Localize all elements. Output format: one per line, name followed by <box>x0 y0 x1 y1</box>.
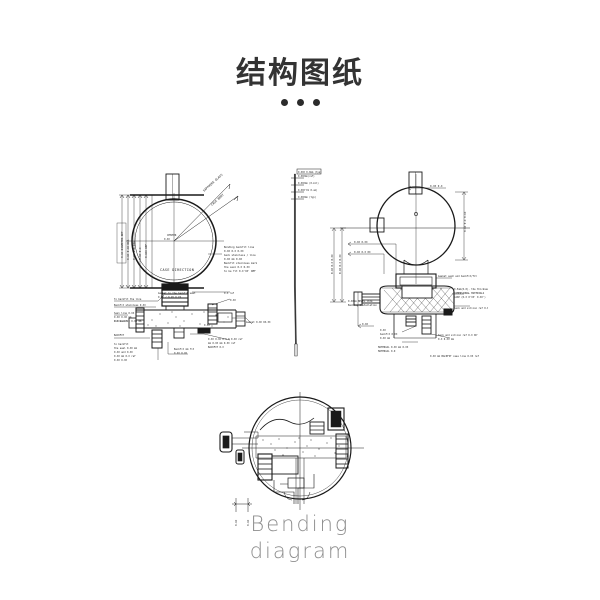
svg-text:CASE BODY: CASE BODY <box>210 193 225 207</box>
svg-text:0.XX: 0.XX <box>234 519 238 526</box>
drawing-right-elevation: 0.XX 0.X 0.XX 0.X 0.XX <box>318 166 488 361</box>
svg-text:0.XXX REF: 0.XXX REF <box>144 244 148 258</box>
svg-text:Backfit mm fit: Backfit mm fit <box>174 348 195 351</box>
svg-text:SAPPHIRE GLASS: SAPPHIRE GLASS <box>202 173 224 193</box>
svg-text:0.XX 0.XX DIA: 0.XX 0.XX DIA <box>126 239 130 260</box>
svg-text:To backfit the line: To backfit the line <box>114 298 142 301</box>
svg-text:0.XX 0.X 0.XX: 0.XX 0.X 0.XX <box>338 254 342 274</box>
dot-separator <box>0 99 600 106</box>
drawing-bending-diagram: 0.XX 0.XX <box>218 392 388 552</box>
bending-diagram-label-line2: diagram <box>249 539 351 563</box>
svg-text:0.XX 0.XX: 0.XX 0.XX <box>114 359 128 362</box>
svg-text:backfit 0.XX: backfit 0.XX <box>380 333 398 336</box>
svg-text:BACKFIT: BACKFIT <box>114 334 125 337</box>
separator-dot <box>296 99 304 106</box>
svg-text:Gasket 0.XX 0X.XX: Gasket 0.XX 0X.XX <box>246 321 271 324</box>
svg-text:back stainless / line: back stainless / line <box>224 253 256 257</box>
svg-text:0.XX 0.X 0X: 0.XX 0.X 0X <box>354 250 371 254</box>
svg-text:Bonding backfit line: Bonding backfit line <box>224 245 255 249</box>
svg-text:0.XX mm 0.X ref: 0.XX mm 0.X ref <box>114 355 136 358</box>
svg-text:0.X ref: 0.X ref <box>224 292 235 295</box>
svg-text:0.XX: 0.XX <box>204 324 210 327</box>
svg-text:0.XX 0.XX 0.X 0 0.XX ref: 0.XX 0.XX 0.X 0 0.XX ref <box>208 338 243 341</box>
svg-text:0.XX: 0.XX <box>164 238 170 241</box>
svg-text:0.XX 0.X: 0.XX 0.X <box>430 184 443 188</box>
svg-text:0.XX: 0.XX <box>230 299 236 302</box>
svg-text:0.X backfit 0.XX mm: 0.X backfit 0.XX mm <box>114 320 142 323</box>
svg-text:Seal line 0.XX: Seal line 0.XX <box>114 312 135 315</box>
svg-text:Backing Installation: Backing Installation <box>348 304 377 307</box>
svg-text:0.XXX 0.0mm (typ): 0.XXX 0.0mm (typ) <box>298 171 322 174</box>
svg-text:DIMENSIONAL MATERIALS: DIMENSIONAL MATERIALS <box>454 292 485 295</box>
svg-text:Backfit stainless mark: Backfit stainless mark <box>224 261 258 265</box>
svg-text:BACKFIT 0.X: BACKFIT 0.X <box>208 346 224 349</box>
svg-text:back and silicon ref 0.X 0X': back and silicon ref 0.X 0X' <box>438 334 478 337</box>
svg-text:0.XXXmm (0.mil): 0.XXXmm (0.mil) <box>298 182 319 185</box>
svg-text:0.XX DIAMETER REF: 0.XX DIAMETER REF <box>120 231 124 258</box>
svg-text:0.XX 0.XX mm: 0.XX 0.XX mm <box>114 316 132 319</box>
svg-text:mm 0.XX mm 0.XX ref: mm 0.XX mm 0.XX ref <box>208 342 236 345</box>
svg-text:0.5mm(0.0). the thickness to: 0.5mm(0.0). the thickness to <box>454 288 488 291</box>
svg-text:MATERIAL 0.0: MATERIAL 0.0 <box>378 350 396 353</box>
svg-text:Gasket seat and backfit/fit: Gasket seat and backfit/fit <box>438 275 477 278</box>
svg-text:0.XXX'01 0.um): 0.XXX'01 0.um) <box>298 189 317 192</box>
svg-text:to be fit 0.X'XX' REF: to be fit 0.X'XX' REF <box>224 269 256 273</box>
svg-text:0.XX / 0.XX 0.XX: 0.XX / 0.XX 0.XX <box>158 296 182 299</box>
svg-text:0.XXmm BEZEL line: 0.XXmm BEZEL line <box>348 300 373 303</box>
svg-text:0.XX 0.X 0.XX: 0.XX 0.X 0.XX <box>330 254 334 274</box>
svg-text:Backfit stainless 0.XX: Backfit stainless 0.XX <box>114 304 146 307</box>
svg-text:0.XXXmm (typ): 0.XXXmm (typ) <box>298 196 316 199</box>
bending-diagram-label-line1: Bending <box>250 512 350 536</box>
svg-text:0.XX 0.X 0.XX: 0.XX 0.X 0.XX <box>463 211 467 232</box>
page-title: 结构图纸 <box>236 56 364 91</box>
svg-text:0.XX 0.X: 0.XX 0.X <box>138 247 142 260</box>
svg-text:CASE (0.X 0'XX' 0.XX'): CASE (0.X 0'XX' 0.XX') <box>454 296 486 299</box>
svg-text:back and silicon ref 0.0: back and silicon ref 0.0 <box>454 307 488 310</box>
svg-text:0.XX mm BACKFIT case line 0.XX: 0.XX mm BACKFIT case line 0.XX ref <box>430 355 479 358</box>
svg-text:0.XX 0.XX: 0.XX 0.XX <box>354 240 368 244</box>
separator-dot <box>280 99 288 106</box>
separator-dot <box>312 99 320 106</box>
svg-text:0.XX mm 0.XX: 0.XX mm 0.XX <box>224 257 243 261</box>
svg-text:Gasket to the backfit seat: Gasket to the backfit seat <box>158 292 196 295</box>
svg-text:the seal 0.X 0.XX: the seal 0.X 0.XX <box>224 265 250 269</box>
svg-text:0.XX 0.X 0.XX: 0.XX 0.X 0.XX <box>224 249 244 253</box>
svg-text:0.XX mm: 0.XX mm <box>380 337 391 340</box>
svg-text:0.XX and 0.XX: 0.XX and 0.XX <box>114 351 133 354</box>
svg-text:0.XX: 0.XX <box>246 519 250 526</box>
drawing-left-elevation: 0.XX DIAMETER REF 0.XX 0.XX DIA 0.XX 0.X… <box>112 168 272 363</box>
drawing-vertical-scale: 0.XXX 0.0mm (typ) 0.XXXmm(ref) 0.XXXmm (… <box>288 166 322 361</box>
svg-text:0.XX 0.XX: 0.XX 0.XX <box>174 352 188 355</box>
svg-text:CASE DIRECTION: CASE DIRECTION <box>160 268 194 272</box>
svg-text:0.XX 0.X DIA: 0.XX 0.X DIA <box>132 241 136 260</box>
svg-text:the seal 0.XX mm: the seal 0.XX mm <box>114 347 138 350</box>
svg-text:to backfit: to backfit <box>114 343 129 346</box>
svg-text:0.XXXmm(ref): 0.XXXmm(ref) <box>298 175 315 178</box>
svg-text:0.XX: 0.XX <box>362 322 369 326</box>
svg-text:MATERIAL 0.XX mm 0.XX: MATERIAL 0.XX mm 0.XX <box>378 346 409 349</box>
svg-text:0.X 0.XX mm: 0.X 0.XX mm <box>438 338 454 341</box>
svg-text:0.XX: 0.XX <box>380 329 386 332</box>
svg-text:CENTER: CENTER <box>167 233 177 237</box>
